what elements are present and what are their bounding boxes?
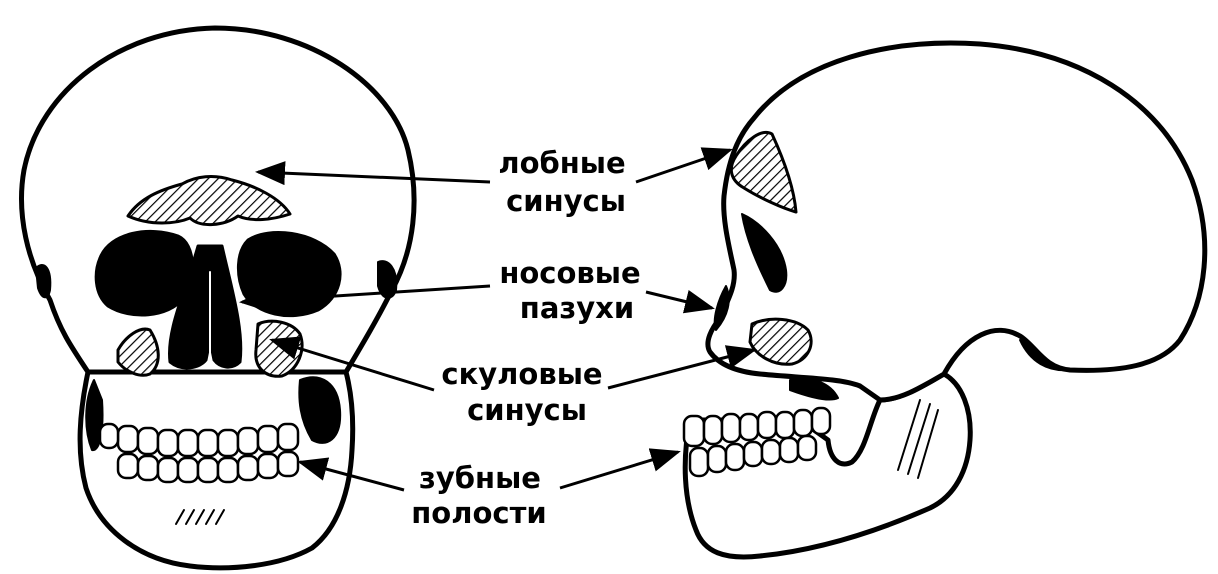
- labels: лобные синусы носовые пазухи скуловые си…: [411, 146, 640, 530]
- arrow-nasal-right: [645, 289, 715, 314]
- side-skull: [682, 40, 1208, 560]
- side-cranium-outline: [705, 40, 1208, 403]
- label-nasal-line1: носовые: [499, 256, 640, 290]
- label-dental-line1: зубные: [419, 461, 541, 495]
- side-jaw-angle-shade: [1019, 339, 1071, 372]
- arrow-nasal-left: [239, 284, 491, 313]
- arrow-frontal-left: [255, 161, 491, 186]
- front-cheek-shade-left: [85, 379, 104, 451]
- front-chin-hatch: [175, 509, 225, 525]
- label-nasal-line2: пазухи: [520, 291, 634, 325]
- arrow-zygomatic-right: [607, 345, 757, 390]
- front-teeth-lower: [116, 450, 300, 484]
- front-skull: [19, 25, 417, 571]
- side-maxilla-shade: [789, 377, 839, 401]
- side-orbit-shade: [741, 213, 788, 293]
- side-nasal-notch: [713, 285, 730, 331]
- side-frontal-sinus: [729, 131, 798, 214]
- side-teeth-lower: [688, 434, 818, 478]
- side-zygomatic-sinus: [748, 317, 813, 366]
- side-teeth-upper: [682, 406, 832, 448]
- side-ramus-hatch: [897, 399, 939, 479]
- arrows: [239, 147, 757, 492]
- front-eye-socket-left: [94, 229, 194, 317]
- arrow-zygomatic-left: [269, 336, 435, 392]
- front-temple-left: [35, 264, 52, 299]
- arrow-dental-left: [297, 457, 405, 492]
- label-zygomatic-line1: скуловые: [441, 357, 602, 391]
- front-eye-socket-right: [237, 230, 342, 318]
- front-frontal-sinus: [126, 175, 292, 226]
- side-jaw-outline: [682, 371, 973, 560]
- front-zygomatic-sinus-left: [116, 327, 160, 377]
- front-teeth-upper: [98, 422, 300, 458]
- arrow-frontal-right: [635, 147, 733, 184]
- front-cheek-shade-right: [298, 376, 342, 444]
- label-frontal-line2: синусы: [506, 184, 626, 218]
- arrow-dental-right: [559, 448, 681, 490]
- label-frontal-line1: лобные: [498, 146, 625, 180]
- label-zygomatic-line2: синусы: [467, 393, 587, 427]
- front-zygomatic-sinus-right: [254, 319, 304, 378]
- label-dental-line2: полости: [411, 496, 546, 530]
